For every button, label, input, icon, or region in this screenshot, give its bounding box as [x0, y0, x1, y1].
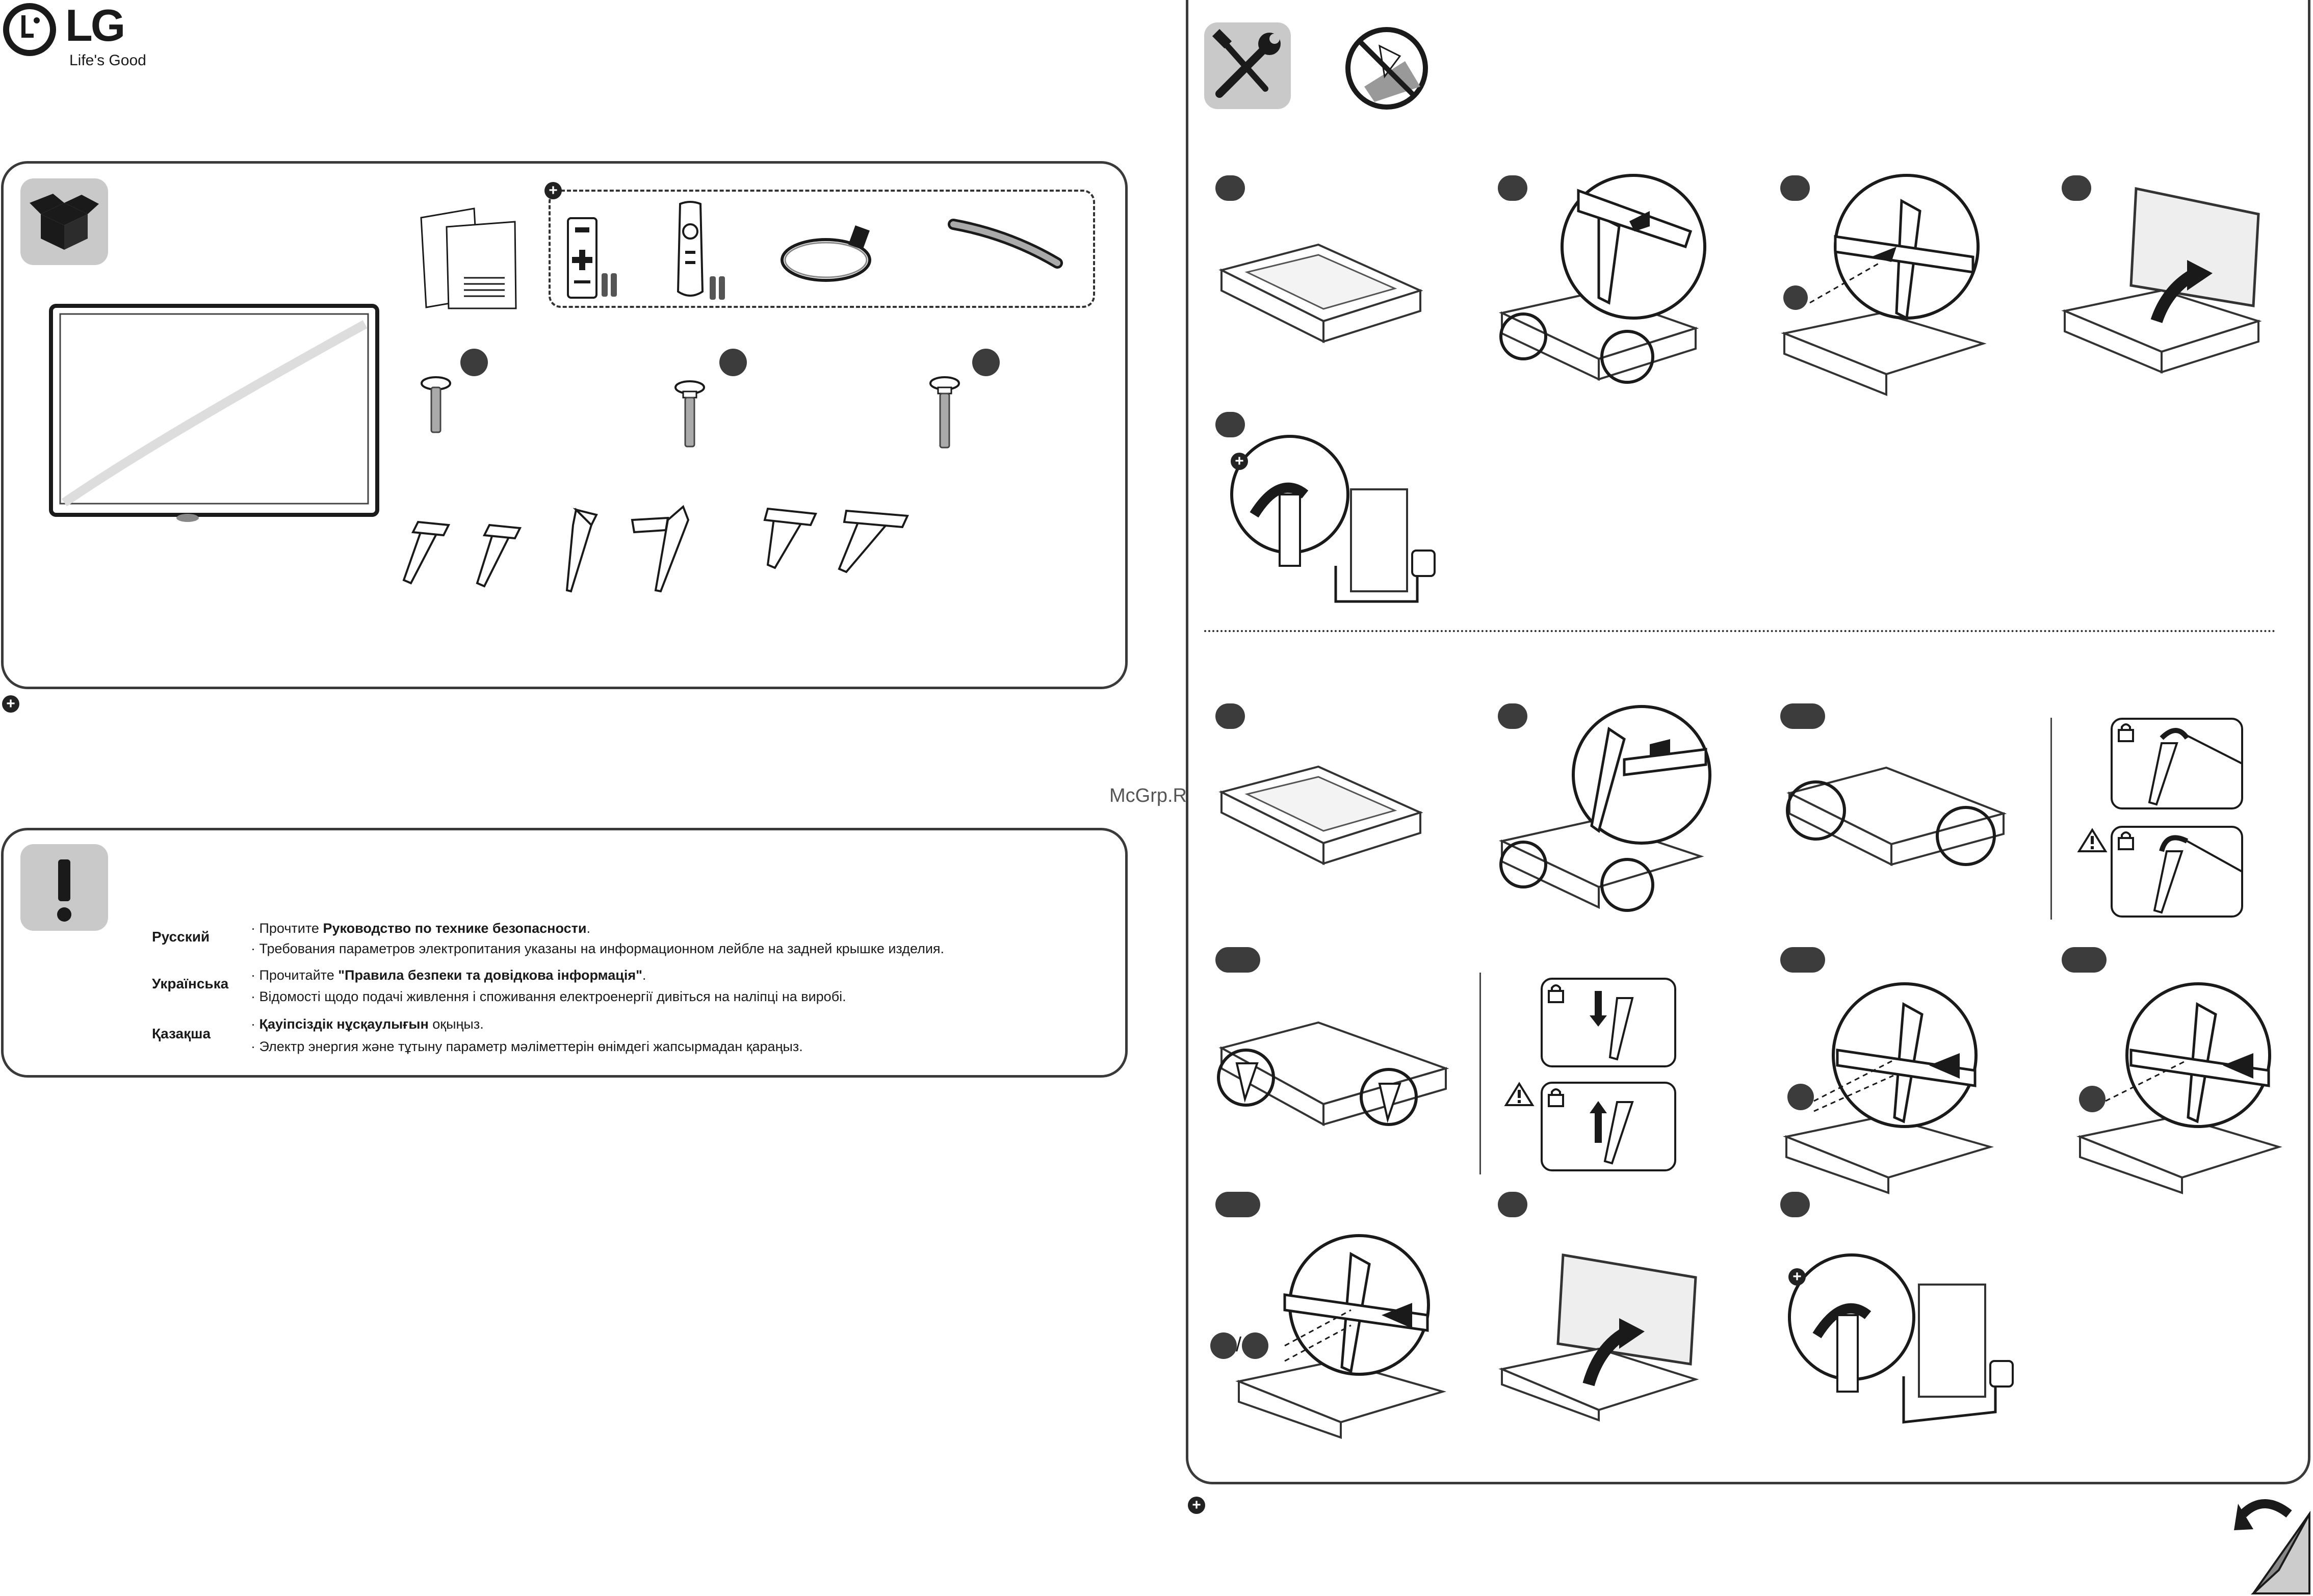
step-badge-a2 [1498, 175, 1527, 201]
stand-orientation-wrong-figure [2111, 826, 2243, 918]
lang-name-kk: Қазақша [152, 1026, 211, 1041]
plus-circle-icon-note: + [2, 695, 19, 713]
bullet-kk-2: · Электр энергия және тұтыну параметр мә… [251, 1039, 803, 1054]
lang-name-ru: Русский [152, 929, 210, 945]
bullet-uk-1: · Прочитайте "Правила безпеки та довідко… [251, 967, 646, 983]
divider-c1 [1479, 973, 1481, 1174]
step-badge-a1 [1215, 175, 1245, 201]
plus-circle-icon-d3: + [1788, 1268, 1806, 1286]
lock-icon-b3b [2118, 831, 2134, 850]
stand-pair-figure-3 [763, 507, 909, 573]
stand-pair-figure-2 [565, 505, 690, 593]
screwdriver-wrench-icon [1212, 29, 1281, 98]
page-turn-icon [2234, 1499, 2310, 1594]
step-badge-a3 [1780, 175, 1810, 201]
attach-stand-figure-b2 [1498, 705, 1711, 912]
box-icon-tile [20, 178, 108, 265]
screw-choice-slash: / [1236, 1333, 1242, 1356]
fix-stand-screws-figure-c2 [1783, 982, 1994, 1194]
screw-label-badge-1 [460, 349, 488, 376]
lock-icon-c1a [1548, 984, 1564, 1003]
stand-insert-wrong-figure [1541, 1082, 1676, 1171]
step-badge-b2 [1498, 703, 1527, 729]
step-badge-c2 [1780, 947, 1825, 973]
cable-management-figure-d3 [1788, 1253, 2014, 1424]
lock-icon-c1b [1548, 1088, 1564, 1107]
fix-stand-screws-figure-d1 [1210, 1234, 1447, 1439]
warning-icon-tile [20, 844, 108, 931]
caution-triangle-icon-b3 [2077, 828, 2108, 852]
bullet-kk-1: · Қауіпсіздік нұсқаулығын оқыңыз. [251, 1016, 484, 1032]
lg-logo: LG Life's Good [0, 0, 153, 76]
power-cord-figure [781, 225, 871, 282]
bullet-ru-1: · Прочтите Руководство по технике безопа… [251, 921, 590, 936]
no-sharp-surface-icon [1345, 27, 1428, 110]
plus-circle-icon: + [544, 182, 562, 199]
logo-text: LG [65, 0, 125, 50]
step-badge-d1 [1215, 1192, 1260, 1217]
lock-icon-b3a [2118, 723, 2134, 742]
bullet-uk-2: · Відомості щодо подачі живлення і спожи… [251, 989, 846, 1004]
step-badge-c3 [2062, 947, 2107, 973]
tv-face-down-in-box-figure-a1 [1218, 243, 1423, 344]
exclamation-icon [57, 859, 71, 922]
bullet-ru-2: · Требования параметров электропитания у… [251, 941, 945, 956]
step-badge-a4 [2062, 175, 2091, 201]
step-badge-a5 [1215, 412, 1245, 437]
step-badge-b1 [1215, 703, 1245, 729]
watermark: McGrp.Ru [1109, 785, 1198, 806]
manuals-figure [420, 207, 517, 309]
lift-tv-figure-d2 [1498, 1253, 1699, 1422]
check-stand-direction-figure-b3 [1786, 766, 2007, 867]
optional-accessories-box [549, 190, 1095, 308]
attach-stand-figure-a2 [1498, 174, 1706, 384]
cable-holder-figure [948, 219, 1063, 269]
fix-stand-screws-figure-a3 [1781, 174, 1987, 396]
caution-triangle-icon-c1 [1504, 1082, 1535, 1106]
logo-tagline: Life's Good [69, 52, 146, 69]
fix-stand-screws-figure-c3 [2076, 982, 2282, 1194]
cable-management-figure-a5 [1230, 435, 1436, 603]
stand-pair-figure-1 [402, 520, 522, 588]
remote-standard-figure [567, 217, 617, 299]
safety-panel [1, 828, 1128, 1078]
lg-logo-emblem [3, 3, 56, 56]
tv-face-down-in-box-figure-b1 [1218, 765, 1423, 866]
step-badge-b3 [1780, 703, 1825, 729]
divider-b3 [2050, 718, 2052, 920]
step-badge-d2 [1498, 1192, 1527, 1217]
step-badge-d3 [1780, 1192, 1810, 1217]
tools-icon-tile [1204, 22, 1291, 109]
stand-orientation-correct-figure [2111, 718, 2243, 809]
screw-figure-1 [421, 376, 451, 433]
tv-front-figure [49, 304, 379, 522]
screw-figure-3 [929, 376, 960, 449]
lang-name-uk: Українська [152, 976, 229, 991]
plus-circle-icon-a5: + [1231, 453, 1248, 470]
step-badge-c1 [1215, 947, 1260, 973]
stand-insert-correct-figure [1541, 978, 1676, 1067]
screw-label-badge-3 [972, 349, 1000, 376]
open-box-icon [30, 194, 99, 250]
section-separator [1204, 630, 2276, 632]
screw-label-badge-2 [719, 349, 747, 376]
lift-tv-figure-a4 [2061, 187, 2262, 374]
screw-figure-2 [674, 380, 705, 448]
check-stand-direction-figure-c1 [1217, 1021, 1449, 1127]
remote-magic-figure [677, 201, 725, 300]
plus-circle-icon-bottom: + [1188, 1497, 1205, 1514]
